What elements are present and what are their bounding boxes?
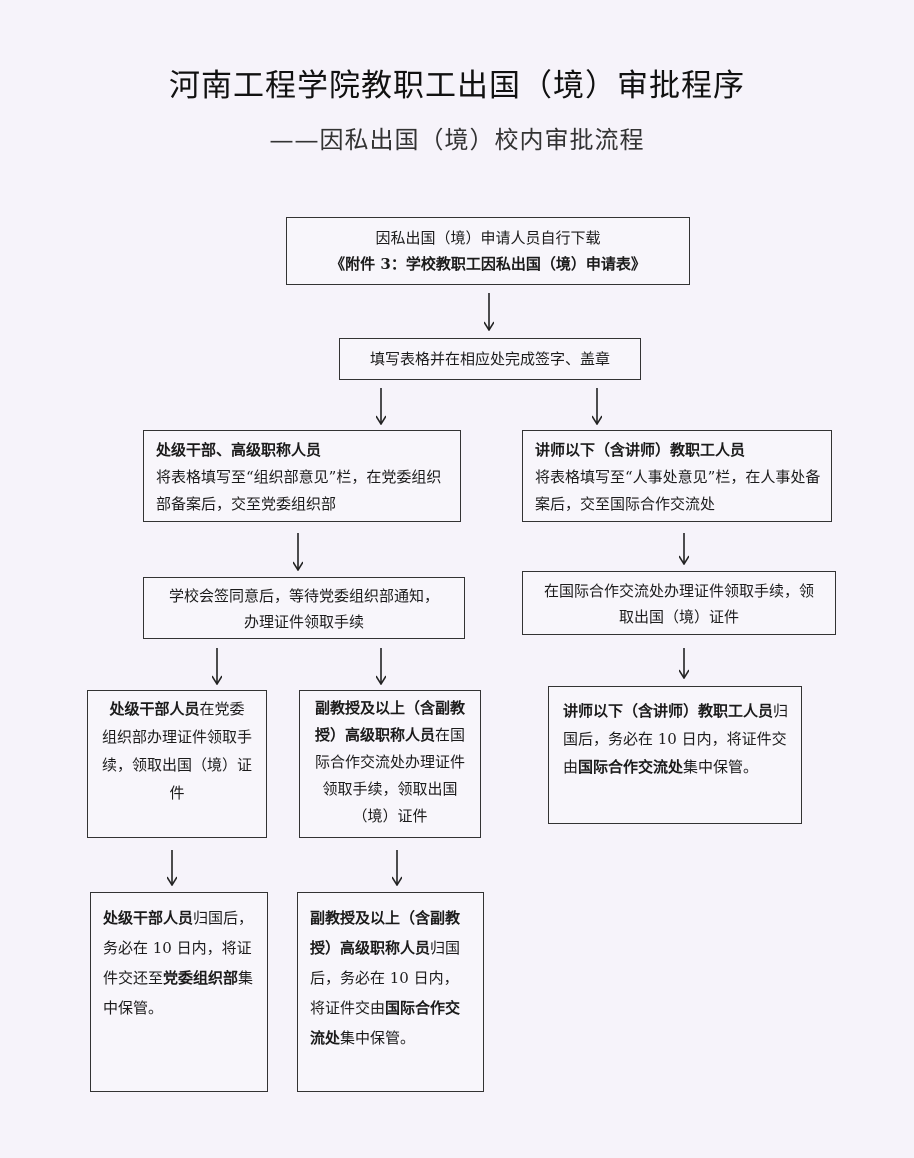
school-approve-text: 学校会签同意后，等待党委组织部通知，办理证件领取手续 xyxy=(168,587,439,631)
node-cadre-cert: 处级干部人员在党委组织部办理证件领取手续，领取出国（境）证件 xyxy=(87,690,267,838)
assoc-return-bold: 国际合作交流处 xyxy=(310,999,461,1047)
cadre-cert-text: 在党委组织部办理证件领取手续，领取出国（境）证件 xyxy=(102,700,253,802)
intl-office-cert-text: 在国际合作交流处办理证件领取手续，领取出国（境）证件 xyxy=(543,582,814,626)
lecturer-return-head: 讲师以下（含讲师）教职工人员 xyxy=(563,702,774,720)
assoc-prof-cert-text: 在国际合作交流处办理证件领取手续，领取出国（境）证件 xyxy=(314,726,466,825)
lecturer-return-text1: 归国后，务必在 10 日内，将证件交由 xyxy=(563,702,789,776)
cadre-senior-text: 将表格填写至“组织部意见”栏，在党委组织部备案后，交至党委组织部 xyxy=(156,468,442,513)
cadre-cert-head: 处级干部人员 xyxy=(109,700,200,718)
download-line2: 《附件 3：学校教职工因私出国（境）申请表》 xyxy=(330,255,646,273)
node-cadre-return: 处级干部人员归国后，务必在 10 日内，将证件交还至党委组织部集中保管。 xyxy=(90,892,268,1092)
cadre-return-bold: 党委组织部 xyxy=(163,969,239,987)
assoc-return-text2: 集中保管。 xyxy=(340,1029,416,1047)
lecturer-return-bold: 国际合作交流处 xyxy=(578,758,684,776)
lecturer-text: 将表格填写至“人事处意见”栏，在人事处备案后，交至国际合作交流处 xyxy=(535,468,821,513)
assoc-return-head: 副教授及以上（含副教授）高级职称人员 xyxy=(310,909,461,957)
node-school-approve: 学校会签同意后，等待党委组织部通知，办理证件领取手续 xyxy=(143,577,465,639)
lecturer-return-text2: 集中保管。 xyxy=(683,758,759,776)
cadre-return-head: 处级干部人员 xyxy=(103,909,194,927)
page-subtitle: ——因私出国（境）校内审批流程 xyxy=(269,126,645,154)
cadre-return-text2: 集中保管。 xyxy=(103,969,254,1017)
lecturer-head: 讲师以下（含讲师）教职工人员 xyxy=(535,441,746,459)
fill-form-text: 填写表格并在相应处完成签字、盖章 xyxy=(369,350,610,368)
cadre-senior-head: 处级干部、高级职称人员 xyxy=(156,441,322,459)
node-intl-office-cert: 在国际合作交流处办理证件领取手续，领取出国（境）证件 xyxy=(522,571,836,635)
cadre-return-text1: 归国后，务必在 10 日内，将证件交还至 xyxy=(103,909,254,987)
download-line1: 因私出国（境）申请人员自行下载 xyxy=(375,229,601,247)
page-title: 河南工程学院教职工出国（境）审批程序 xyxy=(169,68,745,104)
assoc-prof-cert-head: 副教授及以上（含副教授）高级职称人员 xyxy=(314,699,465,744)
assoc-return-text1: 归国后，务必在 10 日内，将证件交由 xyxy=(310,939,461,1017)
node-cadre-senior: 处级干部、高级职称人员 将表格填写至“组织部意见”栏，在党委组织部备案后，交至党… xyxy=(143,430,461,522)
node-lecturer: 讲师以下（含讲师）教职工人员 将表格填写至“人事处意见”栏，在人事处备案后，交至… xyxy=(522,430,832,522)
node-fill-form: 填写表格并在相应处完成签字、盖章 xyxy=(339,338,641,380)
node-lecturer-return: 讲师以下（含讲师）教职工人员归国后，务必在 10 日内，将证件交由国际合作交流处… xyxy=(548,686,802,824)
node-assoc-prof-cert: 副教授及以上（含副教授）高级职称人员在国际合作交流处办理证件领取手续，领取出国（… xyxy=(299,690,481,838)
node-assoc-return: 副教授及以上（含副教授）高级职称人员归国后，务必在 10 日内，将证件交由国际合… xyxy=(297,892,484,1092)
node-download-form: 因私出国（境）申请人员自行下载 《附件 3：学校教职工因私出国（境）申请表》 xyxy=(286,217,690,285)
